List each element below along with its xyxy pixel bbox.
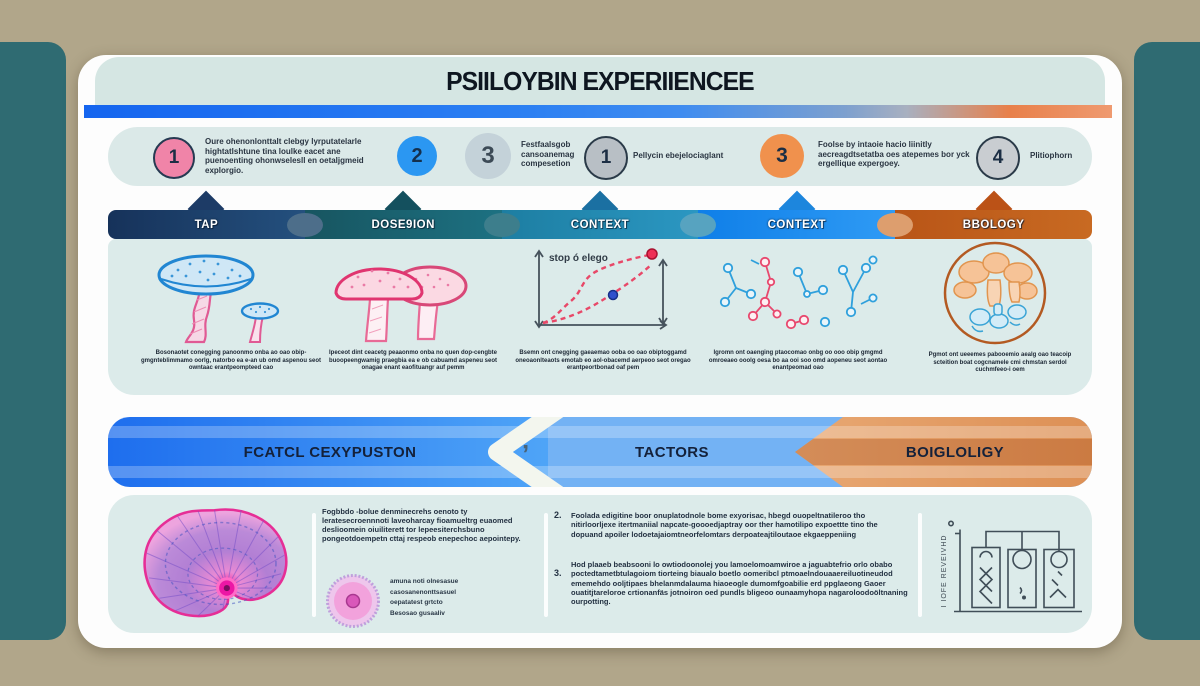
apparatus-diagram-illustration: I IOFE REVEIVHD — [941, 520, 1082, 613]
numbered-item-2: 2. Foolada edigitine boor onuplatodnole … — [554, 510, 910, 539]
band-label-3: BOIGLOLIGY — [905, 444, 1005, 461]
step-badge-2: 2 — [397, 136, 437, 176]
step-note-5: Foolse by intaoie hacio liinitly aecreag… — [818, 140, 970, 168]
column-divider — [312, 513, 316, 617]
timeline-joint — [877, 212, 914, 237]
dose-curve-graph-illustration: stop ó elego — [534, 248, 668, 330]
brain-fungi-circle-illustration — [943, 241, 1047, 345]
figure-caption-3: Bsemn ont cnegging gaeaemao ooba oo oao … — [515, 350, 691, 371]
bottom-paragraph: Fogbbdo -bolue denminecrehs oenoto ty le… — [322, 507, 521, 543]
timeline-joint — [680, 212, 717, 237]
bullet-line: casosanenonttsasuel — [390, 588, 457, 596]
timeline-label: CONTEXT — [570, 218, 630, 231]
figure-caption-5: Pgmot ont ueeemes pabooemio aealg oao te… — [928, 352, 1072, 373]
column-divider — [918, 513, 922, 617]
step-note-4: Pellycin ebejelociaglant — [633, 151, 724, 160]
item-text: Foolada edigitine boor onuplatodnole bom… — [571, 511, 878, 539]
band-label-1: FCATCL CEXYPUSTON — [243, 444, 417, 461]
item-text: Hod plaaeb beabsooni lo owtiodoonolej yo… — [571, 560, 908, 607]
item-number: 3. — [554, 568, 562, 578]
step-number: 1 — [600, 147, 612, 168]
title-strip: PSIILOYBIN EXPERIIENCEE — [95, 57, 1105, 105]
page-title: PSIILOYBIN EXPERIIENCEE — [446, 65, 755, 96]
blue-mushroom-illustration — [157, 254, 280, 344]
figure-caption-2: Ipeceot dint ceacetg peaaonmo onba no qu… — [328, 350, 498, 371]
left-teal-band — [0, 42, 66, 640]
cell-bullet-list: amuna noti olnesasue casosanenonttsasuel… — [390, 577, 540, 619]
timeline-seg-biology: BBOLOGY — [895, 210, 1092, 239]
process-band-graphic: ’ — [108, 417, 1092, 487]
step-number: 1 — [168, 147, 180, 168]
pink-mushrooms-illustration — [334, 265, 468, 343]
step-badge-5: 3 — [760, 134, 804, 178]
timeline-label: TAP — [194, 218, 219, 231]
numbered-item-3: 3. Hod plaaeb beabsooni lo owtiodoonolej… — [554, 560, 910, 606]
step-number: 3 — [481, 142, 495, 169]
right-teal-band — [1134, 42, 1200, 640]
timeline-seg-context1: CONTEXT — [501, 210, 699, 239]
blue-midpoint-dot — [607, 289, 619, 301]
timeline-joint — [286, 212, 323, 237]
step-number: 3 — [776, 144, 788, 167]
timeline-joint — [483, 212, 520, 237]
step-badge-3: 3 — [465, 133, 511, 179]
process-band: ’ — [108, 417, 1092, 487]
timeline-label: CONTEXT — [767, 218, 827, 231]
step-number: 4 — [992, 147, 1004, 168]
spore-print-shell-illustration — [143, 508, 288, 618]
figure-caption-1: Bosonaotet conegging panoonmo onba ao oa… — [140, 350, 321, 371]
step-badge-1: 1 — [153, 137, 195, 179]
item-number: 2. — [554, 510, 562, 520]
timeline-seg-tap: TAP — [108, 210, 305, 239]
step-note-6: Plitiophorn — [1030, 151, 1073, 160]
timeline-bar: TAP DOSE9ION CONTEXT CONTEXT BBOLOGY — [108, 210, 1092, 239]
step-note-1: Oure ohenonlonttalt clebgy lyrputatelarl… — [205, 137, 364, 175]
diagram-axis-label: I IOFE REVEIVHD — [941, 535, 948, 608]
cell-illustration — [326, 574, 380, 628]
band-label-2: TACTORS — [635, 444, 709, 461]
bullet-line: oepatatest grtcto — [390, 599, 443, 606]
red-endpoint-dot — [646, 248, 658, 260]
band-divider-mark: ’ — [522, 439, 529, 469]
step-badge-6: 4 — [976, 136, 1020, 180]
figure-caption-4: Igromn ont oaenging ptaocomao onbg oo oo… — [708, 350, 888, 371]
timeline-seg-dose: DOSE9ION — [304, 210, 502, 239]
timeline-label: BBOLOGY — [962, 218, 1025, 231]
bullet-line: amuna noti olnesasue — [390, 578, 459, 585]
title-gradient-bar — [84, 105, 1112, 118]
bullet-line: Besosao gusaaliv — [390, 609, 445, 617]
timeline-label: DOSE9ION — [371, 218, 435, 231]
molecule-network-illustration — [719, 255, 878, 330]
column-divider — [544, 513, 548, 617]
step-number: 2 — [411, 144, 423, 167]
graph-label: stop ó elego — [549, 253, 608, 264]
step-note-3: Festfaalsgob cansoanemag compesetion — [521, 140, 575, 168]
timeline-seg-context2: CONTEXT — [698, 210, 896, 239]
step-badge-4: 1 — [584, 136, 628, 180]
